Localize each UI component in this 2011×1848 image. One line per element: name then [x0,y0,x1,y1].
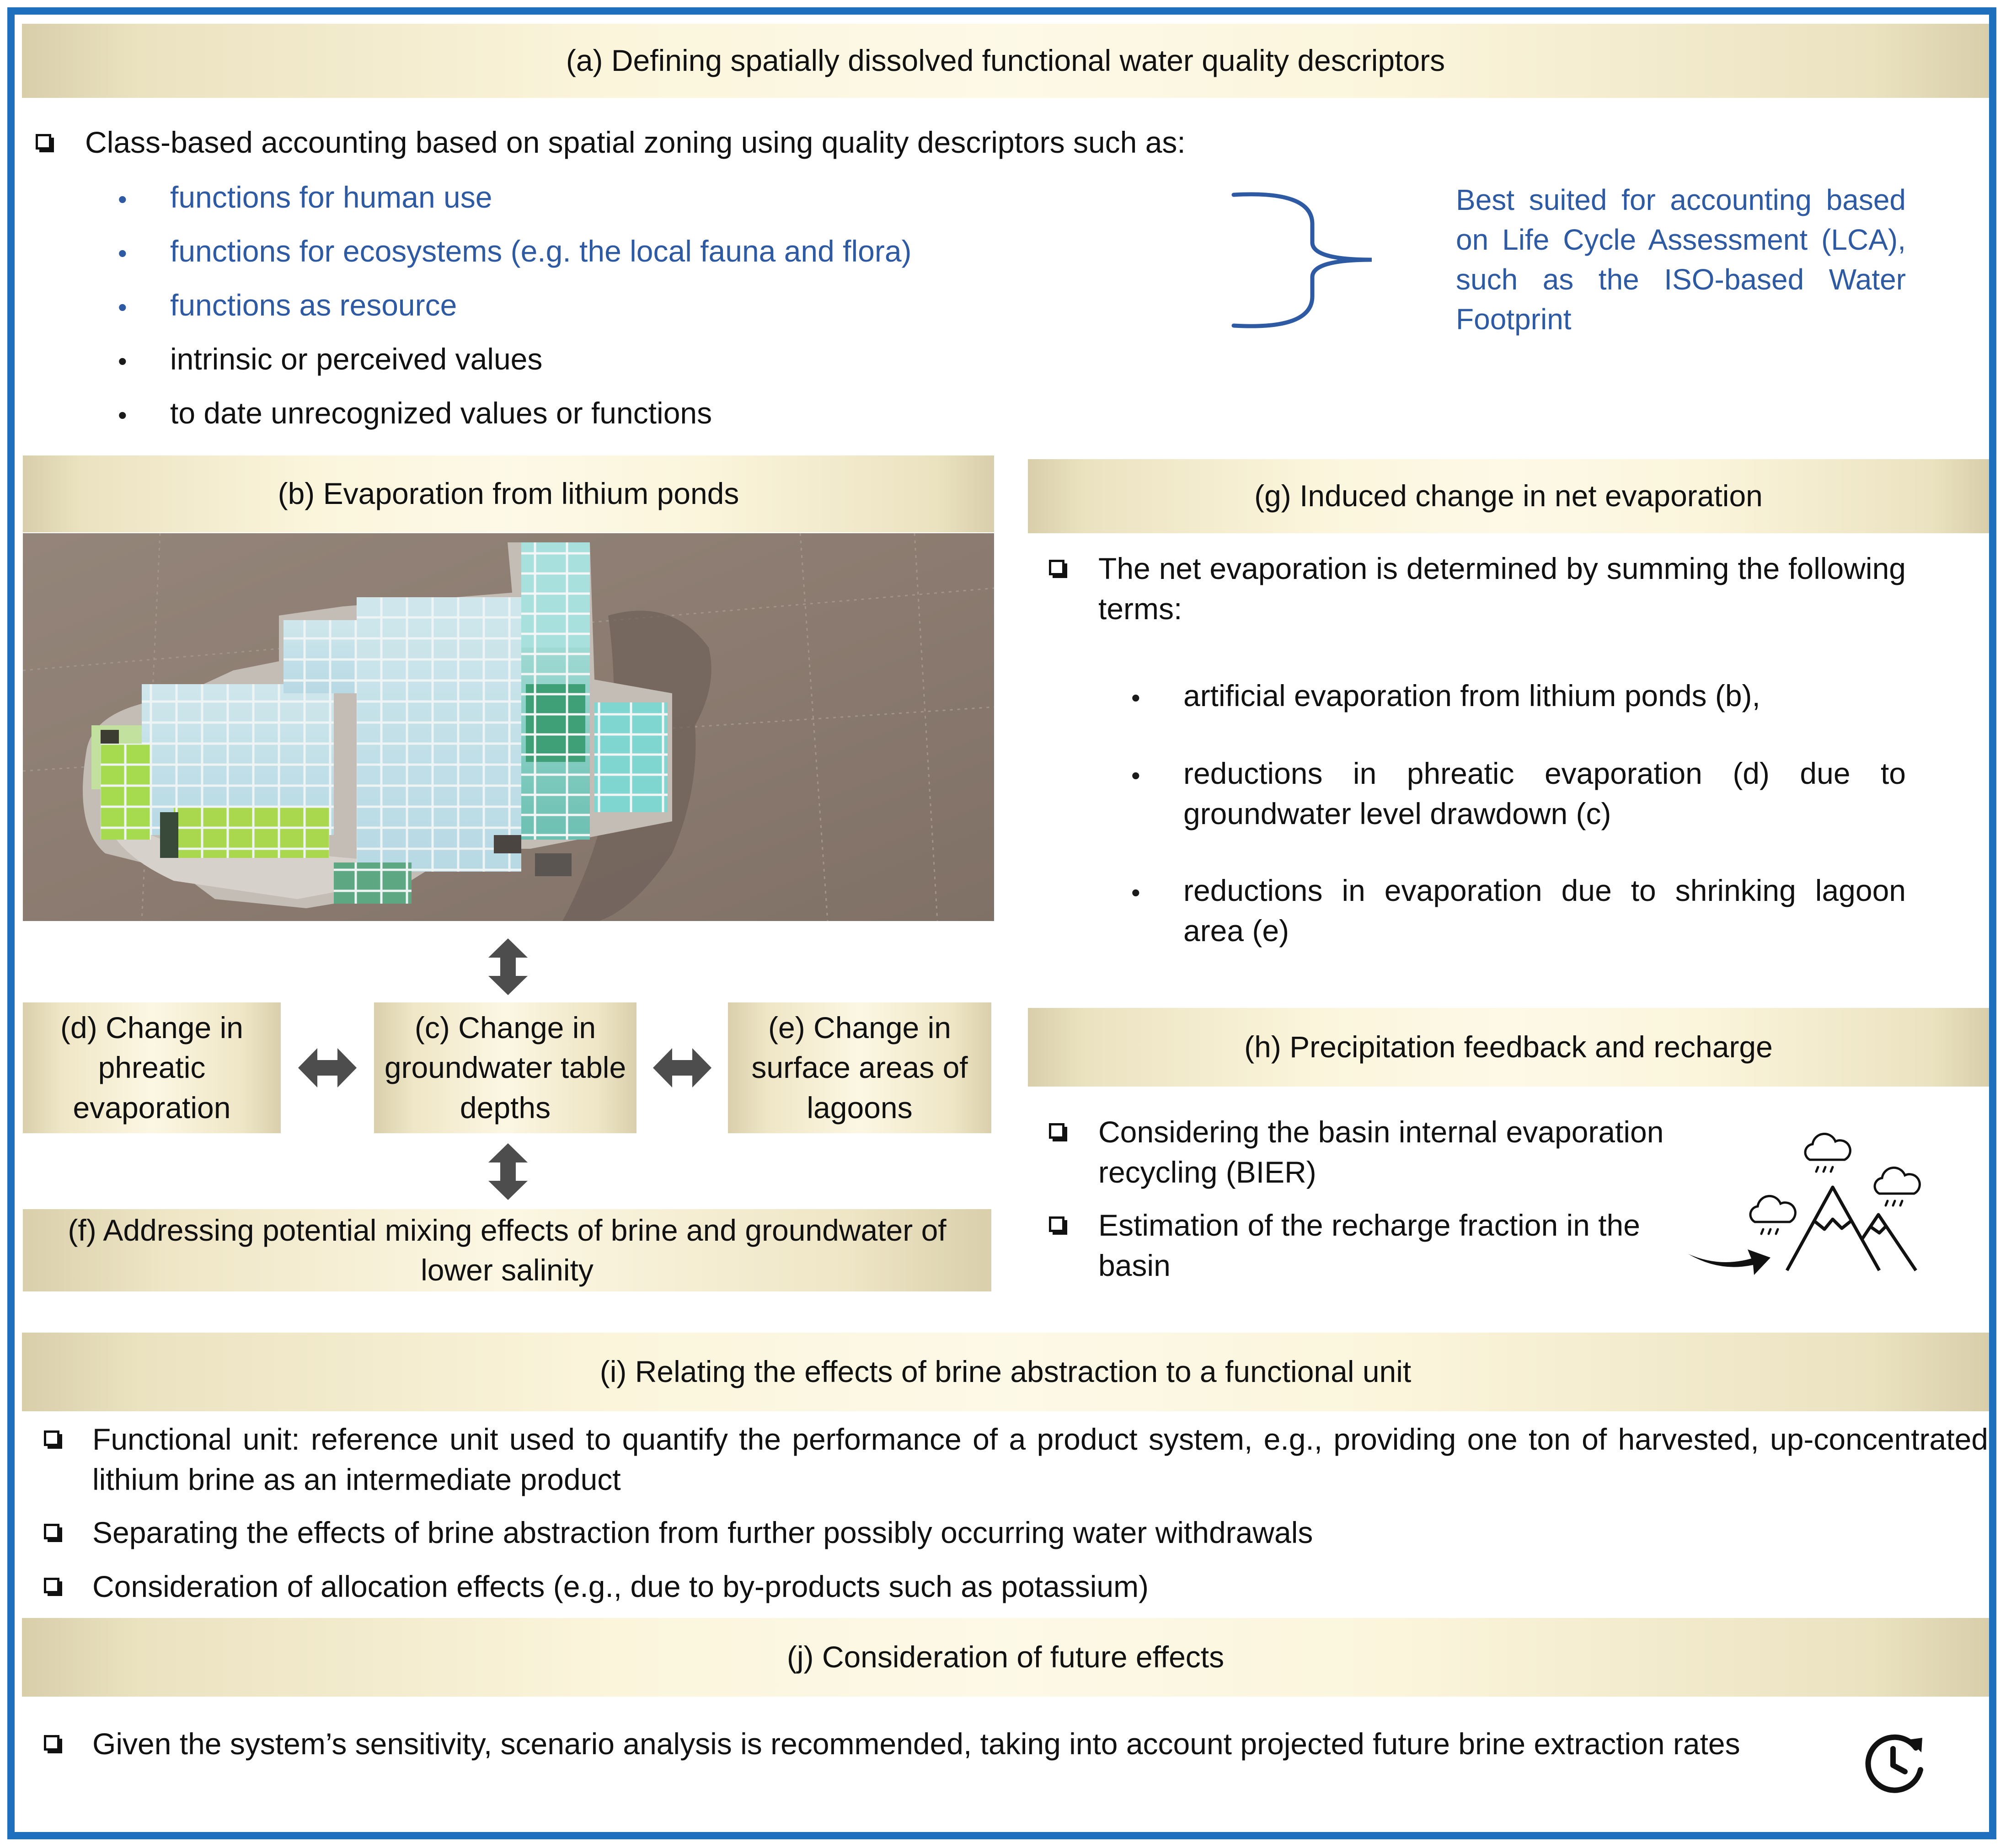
bullet-dot: • [118,348,127,374]
bullet-dot: • [118,187,127,212]
box-d: (d) Change in phreatic evaporation [23,1002,281,1133]
checkbox-bullet-icon [44,1578,59,1593]
rain-cloud-icon [1875,1168,1920,1205]
bullet-dot: • [118,241,127,266]
curved-arrow-icon [1688,1249,1770,1275]
rain-cloud-icon [1750,1196,1795,1234]
bullet-dot: • [118,295,127,320]
checkbox-bullet-icon [1049,1216,1064,1232]
mountain-icon [1787,1187,1916,1270]
header-j: (j) Consideration of future effects [22,1618,1989,1697]
checkbox-bullet-icon [1049,560,1064,575]
checkbox-bullet-icon [44,1524,59,1539]
panel-g-bullet-1: artificial evaporation from lithium pond… [1183,676,1906,716]
lithium-ponds-satellite-image [23,533,994,921]
panel-a-note: Best suited for accounting based on Life… [1456,180,1906,339]
panel-j-item: Given the system’s sensitivity, scenario… [92,1724,1810,1764]
panel-a-bullet-1: functions for human use [170,177,492,218]
panel-g-bullet-3: reductions in evaporation due to shrinki… [1183,871,1906,951]
double-arrow-icon [487,938,529,995]
panel-i-item-3: Consideration of allocation effects (e.g… [92,1567,1988,1607]
clock-refresh-icon [1857,1726,1931,1799]
bullet-dot: • [1131,685,1140,711]
mountain-rain-illustration [1687,1125,1934,1280]
header-h: (h) Precipitation feedback and recharge [1028,1008,1989,1087]
panel-a-bullet-3: functions as resource [170,285,457,326]
box-f: (f) Addressing potential mixing effects … [23,1209,991,1291]
panel-a-bullet-2: functions for ecosystems (e.g. the local… [170,231,912,272]
checkbox-bullet-icon [36,134,51,150]
double-arrow-icon [653,1048,711,1087]
box-e: (e) Change in surface areas of lagoons [728,1002,991,1133]
panel-i-item-1: Functional unit: reference unit used to … [92,1419,1988,1500]
double-arrow-icon [298,1048,357,1087]
checkbox-bullet-icon [44,1430,59,1446]
curly-brace-icon [1230,192,1381,334]
bullet-dot: • [118,402,127,428]
header-i: (i) Relating the effects of brine abstra… [22,1333,1989,1411]
bullet-dot: • [1131,763,1140,788]
rain-cloud-icon [1805,1134,1850,1172]
panel-g-bullet-2: reductions in phreatic evaporation (d) d… [1183,754,1906,834]
checkbox-bullet-icon [1049,1123,1064,1139]
checkbox-bullet-icon [44,1735,59,1751]
panel-a-bullet-5: to date unrecognized values or functions [170,393,712,434]
panel-h-item-2: Estimation of the recharge fraction in t… [1098,1205,1656,1286]
header-b: (b) Evaporation from lithium ponds [23,455,994,532]
box-c: (c) Change in groundwater table depths [374,1002,636,1133]
panel-a-intro: Class-based accounting based on spatial … [85,123,1365,163]
panel-i-item-2: Separating the effects of brine abstract… [92,1513,1988,1553]
double-arrow-icon [487,1143,529,1200]
header-g: (g) Induced change in net evaporation [1028,459,1989,533]
panel-h-item-1: Considering the basin internal evaporati… [1098,1112,1734,1193]
bullet-dot: • [1131,880,1140,905]
panel-g-intro: The net evaporation is determined by sum… [1098,549,1906,629]
panel-a-bullet-4: intrinsic or perceived values [170,339,542,380]
header-a: (a) Defining spatially dissolved functio… [22,24,1989,98]
